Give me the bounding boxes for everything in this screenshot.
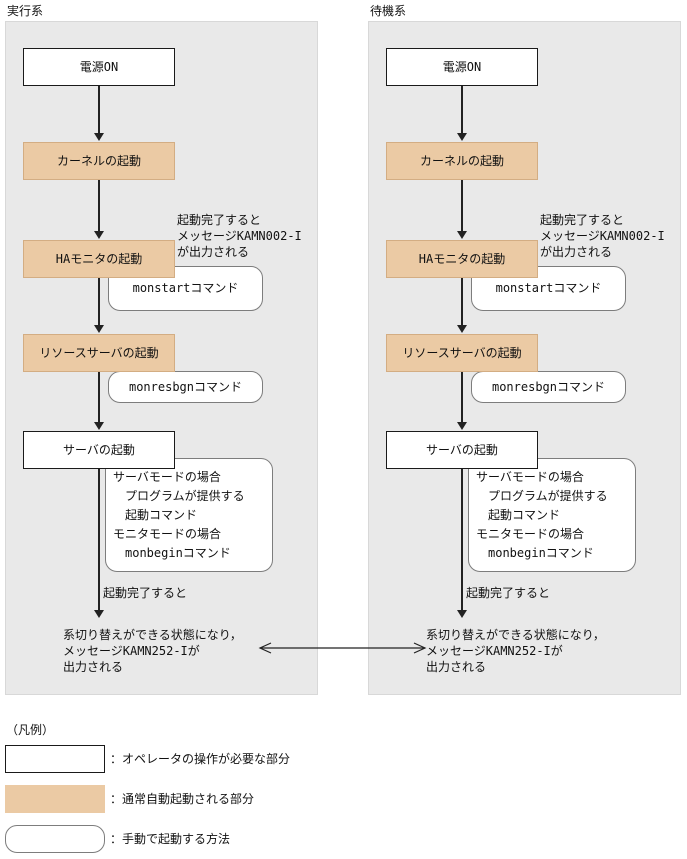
server-start-note-box: サーバモードの場合 プログラムが提供する 起動コマンド モニタモードの場合 mo… xyxy=(105,458,273,572)
down-arrowhead-icon xyxy=(94,422,104,430)
flow-line xyxy=(461,180,463,231)
flow-line xyxy=(98,372,100,422)
down-arrowhead-icon xyxy=(94,231,104,239)
server-note-line: monbeginコマンド xyxy=(113,546,231,560)
server-note-line: プログラムが提供する xyxy=(476,489,608,503)
switchover-ready-line: 出力される xyxy=(63,660,124,674)
switchover-ready-line: 出力される xyxy=(426,660,487,674)
down-arrowhead-icon xyxy=(94,325,104,333)
ha-start-note-line: が出力される xyxy=(177,245,250,259)
power-on-box: 電源ON xyxy=(386,48,538,86)
server-note-line: モニタモードの場合 xyxy=(113,527,222,541)
ha-monitor-start-box: HAモニタの起動 xyxy=(23,240,175,278)
switchover-ready-line: メッセージKAMN252-Iが xyxy=(63,644,200,658)
down-arrowhead-icon xyxy=(457,231,467,239)
server-note-line: モニタモードの場合 xyxy=(476,527,585,541)
server-note-line: 起動コマンド xyxy=(113,508,198,522)
switchover-ready-note: 系切り替えができる状態になり， メッセージKAMN252-Iが 出力される xyxy=(426,627,605,675)
legend-manual-command-label: ：手動で起動する方法 xyxy=(110,832,231,846)
startup-complete-label: 起動完了すると xyxy=(466,586,551,600)
flow-line xyxy=(461,469,463,610)
flow-line xyxy=(461,372,463,422)
server-note-line: サーバモードの場合 xyxy=(476,470,584,484)
legend-auto-start-box xyxy=(5,785,105,813)
down-arrowhead-icon xyxy=(457,133,467,141)
resource-server-start-box: リソースサーバの起動 xyxy=(23,334,175,372)
legend-operator-box xyxy=(5,745,105,773)
down-arrowhead-icon xyxy=(94,133,104,141)
monresbgn-command-box: monresbgnコマンド xyxy=(108,371,263,403)
ha-start-note-line: が出力される xyxy=(540,245,613,259)
column-title-active: 実行系 xyxy=(7,4,44,18)
server-start-note-box: サーバモードの場合 プログラムが提供する 起動コマンド モニタモードの場合 mo… xyxy=(468,458,636,572)
ha-start-note: 起動完了すると メッセージKAMN002-I が出力される xyxy=(540,212,665,260)
down-arrowhead-icon xyxy=(457,422,467,430)
flow-line xyxy=(98,86,100,133)
server-note-line: プログラムが提供する xyxy=(113,489,245,503)
flow-line xyxy=(98,278,100,325)
kernel-start-box: カーネルの起動 xyxy=(386,142,538,180)
server-note-line: 起動コマンド xyxy=(476,508,561,522)
down-arrowhead-icon xyxy=(457,610,467,618)
kernel-start-box: カーネルの起動 xyxy=(23,142,175,180)
flow-line xyxy=(461,86,463,133)
ha-start-note-line: メッセージKAMN002-I xyxy=(177,229,302,243)
down-arrowhead-icon xyxy=(457,325,467,333)
ha-start-note-line: メッセージKAMN002-I xyxy=(540,229,665,243)
legend-manual-command-box xyxy=(5,825,105,853)
down-arrowhead-icon xyxy=(94,610,104,618)
bidirectional-arrow-icon xyxy=(258,642,427,654)
ha-start-note-line: 起動完了すると xyxy=(177,213,262,227)
switchover-ready-line: 系切り替えができる状態になり， xyxy=(63,628,242,642)
active-system-column: 実行系 電源ON カーネルの起動 起動完了すると メッセージKAMN002-I … xyxy=(0,0,363,720)
flow-line xyxy=(98,469,100,610)
legend: （凡例） ：オペレータの操作が必要な部分 ：通常自動起動される部分 ：手動で起動… xyxy=(0,720,687,859)
switchover-ready-line: メッセージKAMN252-Iが xyxy=(426,644,563,658)
server-note-line: monbeginコマンド xyxy=(476,546,594,560)
legend-auto-start-label: ：通常自動起動される部分 xyxy=(110,792,255,806)
ha-start-note-line: 起動完了すると xyxy=(540,213,625,227)
startup-complete-label: 起動完了すると xyxy=(103,586,188,600)
standby-system-column: 待機系 電源ON カーネルの起動 起動完了すると メッセージKAMN002-I … xyxy=(363,0,687,720)
server-start-box: サーバの起動 xyxy=(386,431,538,469)
ha-monitor-start-box: HAモニタの起動 xyxy=(386,240,538,278)
ha-start-note: 起動完了すると メッセージKAMN002-I が出力される xyxy=(177,212,302,260)
switchover-ready-note: 系切り替えができる状態になり， メッセージKAMN252-Iが 出力される xyxy=(63,627,242,675)
flow-line xyxy=(461,278,463,325)
server-start-box: サーバの起動 xyxy=(23,431,175,469)
column-title-standby: 待機系 xyxy=(370,4,407,18)
server-note-line: サーバモードの場合 xyxy=(113,470,221,484)
legend-title: （凡例） xyxy=(6,723,55,737)
power-on-box: 電源ON xyxy=(23,48,175,86)
monresbgn-command-box: monresbgnコマンド xyxy=(471,371,626,403)
legend-operator-label: ：オペレータの操作が必要な部分 xyxy=(110,752,291,766)
resource-server-start-box: リソースサーバの起動 xyxy=(386,334,538,372)
flow-line xyxy=(98,180,100,231)
switchover-ready-line: 系切り替えができる状態になり， xyxy=(426,628,605,642)
